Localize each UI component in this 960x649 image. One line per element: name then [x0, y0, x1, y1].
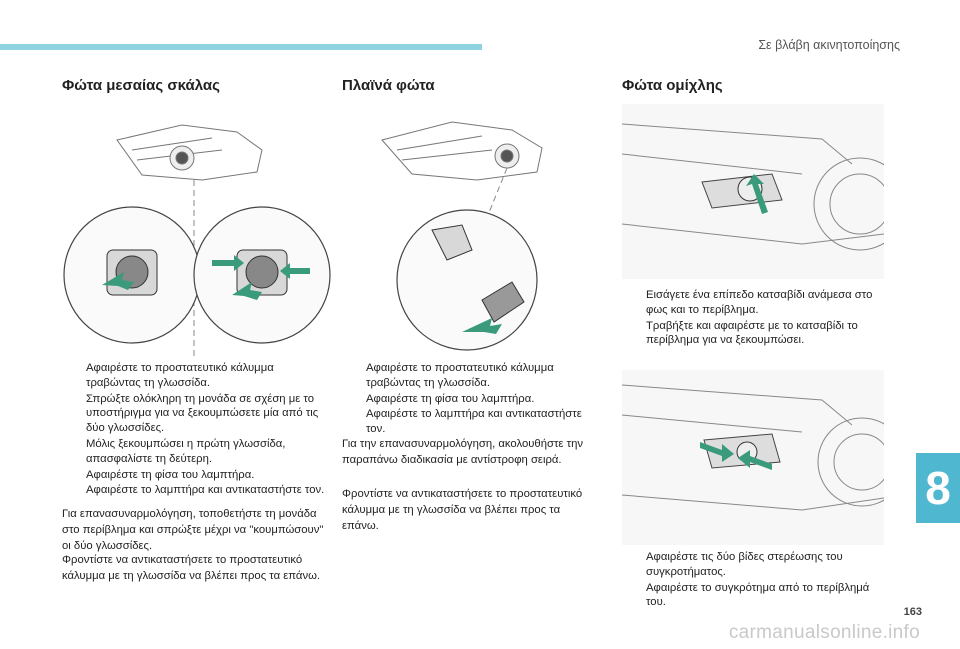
- low-beam-illustration: [63, 124, 331, 360]
- watermark: carmanualsonline.info: [728, 622, 920, 643]
- list-item: Αφαιρέστε το λαμπτήρα και αντικαταστήστε…: [86, 484, 325, 497]
- list-item: Αφαιρέστε το λαμπτήρα και αντικαταστήστε…: [366, 408, 582, 436]
- list-item: Αφαιρέστε το συγκρότημα από το περίβλημά…: [646, 581, 870, 609]
- list-item: Αφαιρέστε τις δύο βίδες στερέωσης του συ…: [646, 551, 843, 578]
- header-title: Σε βλάβη ακινητοποίησης: [758, 38, 900, 52]
- list-item: Αφαιρέστε τη φίσα του λαμπτήρα.: [366, 392, 535, 405]
- middle-paragraph-cover: Φροντίστε να αντικαταστήσετε το προστατε…: [342, 488, 583, 532]
- left-section-title: Φώτα μεσαίας σκάλας: [62, 77, 220, 94]
- middle-section-title: Πλαϊνά φώτα: [342, 77, 435, 94]
- middle-steps-list: Αφαιρέστε το προστατευτικό κάλυμμα τραβώ…: [342, 361, 597, 438]
- list-item: Μόλις ξεκουμπώσει η πρώτη γλωσσίδα, απασ…: [86, 437, 286, 465]
- fog-light-illustration-bottom: [622, 370, 884, 545]
- list-item: Σπρώξτε ολόκληρη τη μονάδα σε σχέση με τ…: [86, 392, 319, 435]
- list-item: Αφαιρέστε το προστατευτικό κάλυμμα τραβώ…: [366, 362, 554, 389]
- list-item: Αφαιρέστε τη φίσα του λαμπτήρα.: [86, 468, 255, 481]
- middle-paragraph-reassembly: Για την επανασυναρμολόγηση, ακολουθήστε …: [342, 438, 584, 466]
- list-item: Αφαιρέστε το προστατευτικό κάλυμμα τραβώ…: [86, 362, 274, 389]
- fog-light-illustration-top: [622, 104, 884, 279]
- right-section-title: Φώτα ομίχλης: [622, 77, 723, 94]
- list-item: Τραβήξτε και αφαιρέστε με το κατσαβίδι τ…: [646, 319, 858, 347]
- right-bottom-steps-list: Αφαιρέστε τις δύο βίδες στερέωσης του συ…: [622, 550, 882, 611]
- right-top-steps-list: Εισάγετε ένα επίπεδο κατσαβίδι ανάμεσα σ…: [622, 288, 882, 349]
- list-item: Εισάγετε ένα επίπεδο κατσαβίδι ανάμεσα σ…: [646, 289, 873, 316]
- left-paragraph-reassembly: Για επανασυναρμολόγηση, τοποθετήστε τη μ…: [62, 508, 324, 552]
- chapter-tab: 8: [916, 453, 960, 523]
- page-number: 163: [903, 606, 922, 618]
- side-light-illustration: [381, 121, 543, 351]
- left-steps-list: Αφαιρέστε το προστατευτικό κάλυμμα τραβώ…: [62, 361, 330, 499]
- left-paragraph-cover: Φροντίστε να αντικαταστήσετε το προστατε…: [62, 554, 321, 582]
- header-accent-bar: [0, 44, 482, 50]
